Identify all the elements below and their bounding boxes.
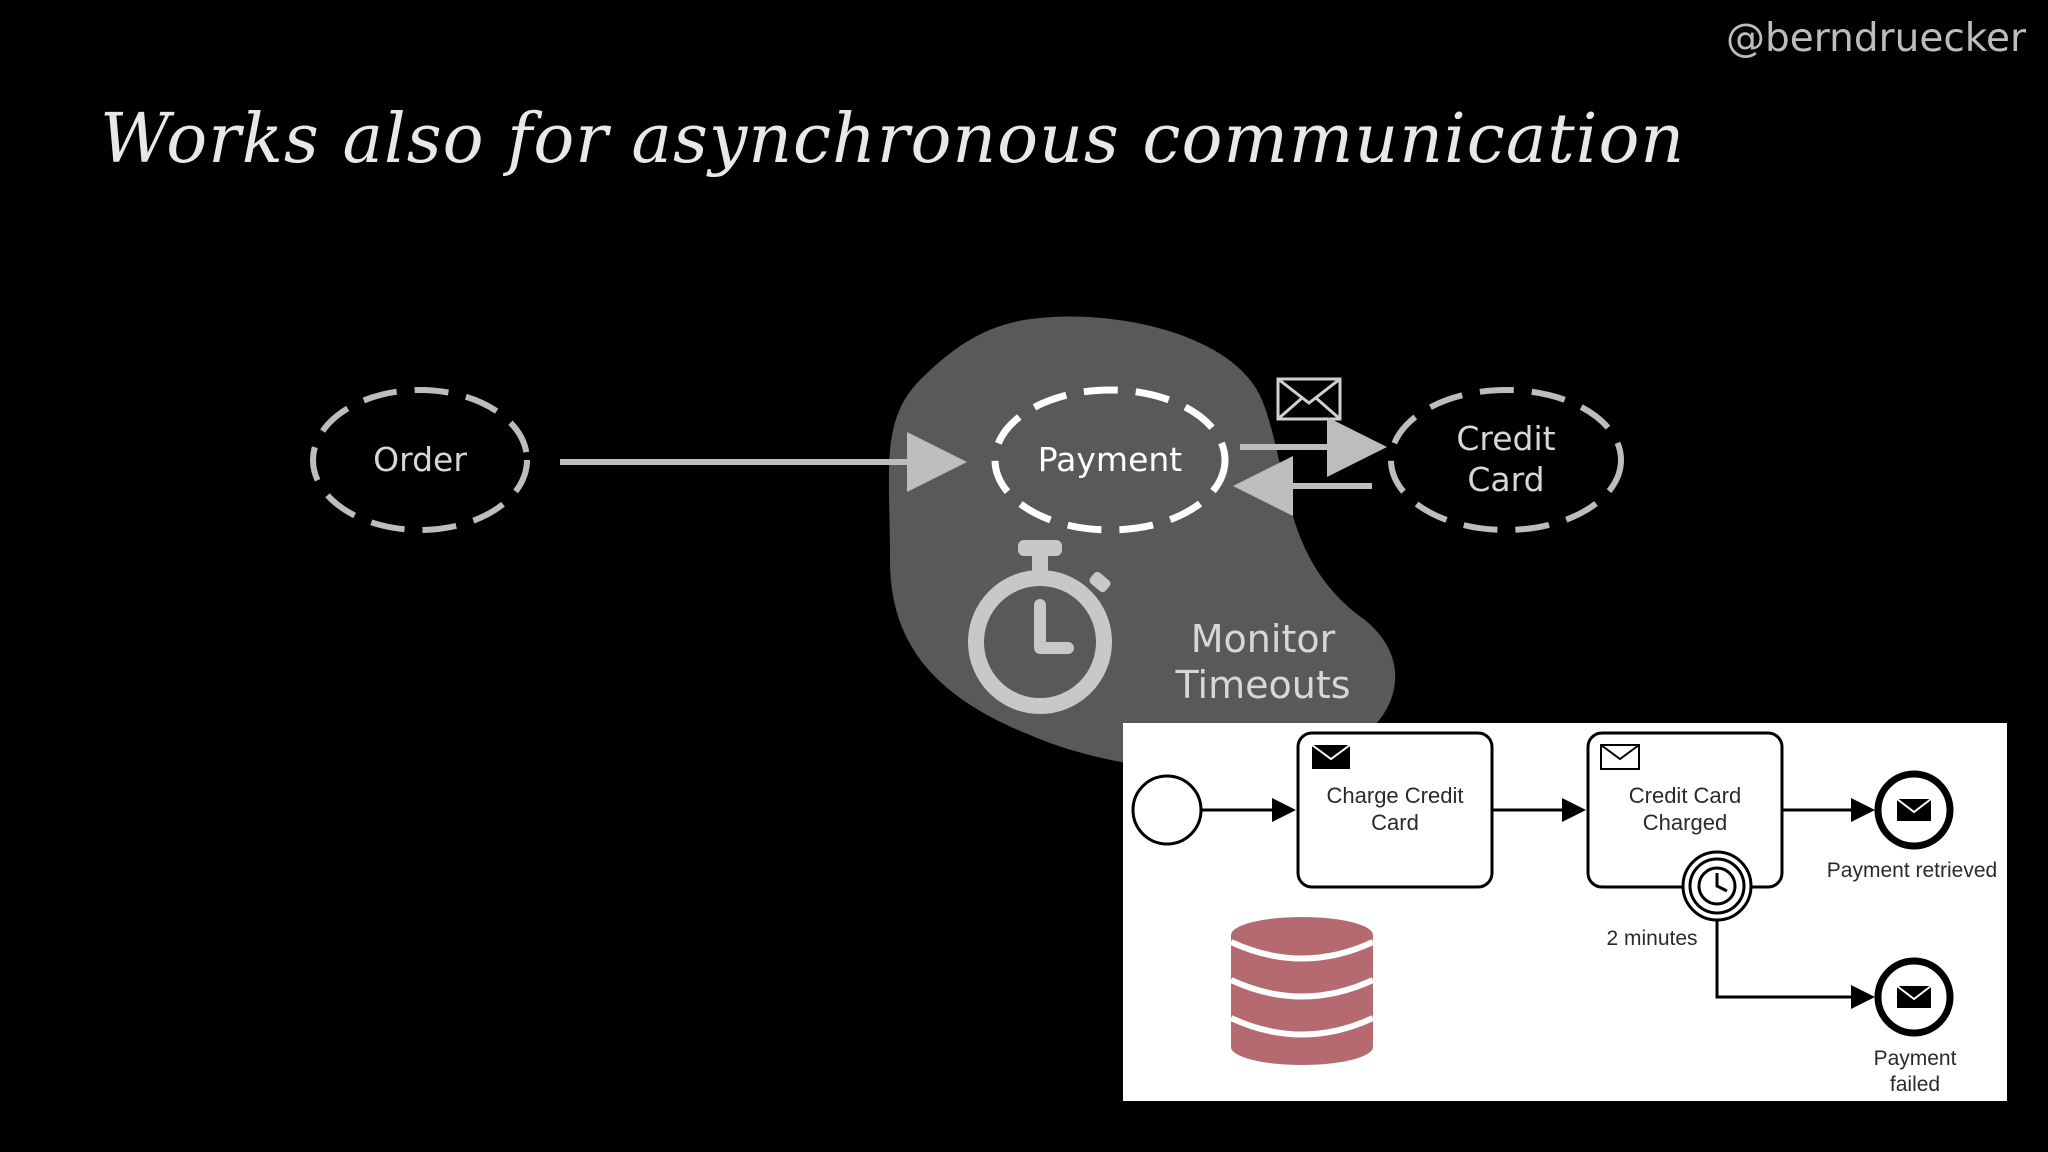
end1-label: Payment retrieved [1827, 859, 1997, 882]
payment-label: Payment [1038, 440, 1183, 479]
task1-label-line2: Card [1371, 810, 1419, 835]
order-label: Order [373, 440, 467, 479]
end2-label-line1: Payment [1874, 1047, 1957, 1070]
credit-card-label-line1: Credit [1456, 419, 1555, 458]
credit-card-service: Credit Card [1388, 387, 1624, 533]
end-event-payment-retrieved: Payment retrieved [1827, 770, 1997, 882]
end-event-payment-failed: Payment failed [1874, 957, 1957, 1096]
start-event [1131, 774, 1203, 846]
message-end-icon [1896, 985, 1932, 1008]
send-message-icon [1311, 744, 1351, 769]
end2-label-line2: failed [1890, 1073, 1940, 1096]
order-service: Order [310, 387, 530, 533]
stopwatch-icon [968, 540, 1112, 714]
credit-card-label-line2: Card [1467, 460, 1544, 499]
timer-boundary-event [1681, 850, 1753, 922]
author-handle: @berndruecker [1726, 16, 2026, 61]
monitor-label-line1: Monitor [1191, 617, 1336, 661]
envelope-icon [1276, 377, 1342, 421]
task2-label-line1: Credit Card [1629, 783, 1741, 808]
timer-label: 2 minutes [1606, 927, 1697, 950]
monitor-label-line2: Timeouts [1174, 663, 1350, 707]
task1-label-line1: Charge Credit [1327, 783, 1464, 808]
task-credit-card-charged: Credit Card Charged [1586, 731, 1784, 889]
timer-icon [1697, 866, 1737, 906]
payment-service: Payment [991, 386, 1229, 534]
payment-context-blob [888, 316, 1396, 772]
receive-message-icon [1600, 744, 1640, 770]
task2-label-line2: Charged [1643, 810, 1727, 835]
database-icon [1229, 917, 1375, 1065]
message-end-icon [1896, 798, 1932, 821]
task-charge-credit-card: Charge Credit Card [1296, 731, 1494, 889]
bpmn-process-panel: Charge Credit Card Credit Card Charged P… [1123, 723, 2007, 1101]
slide-title: Works also for asynchronous communicatio… [100, 100, 1686, 179]
